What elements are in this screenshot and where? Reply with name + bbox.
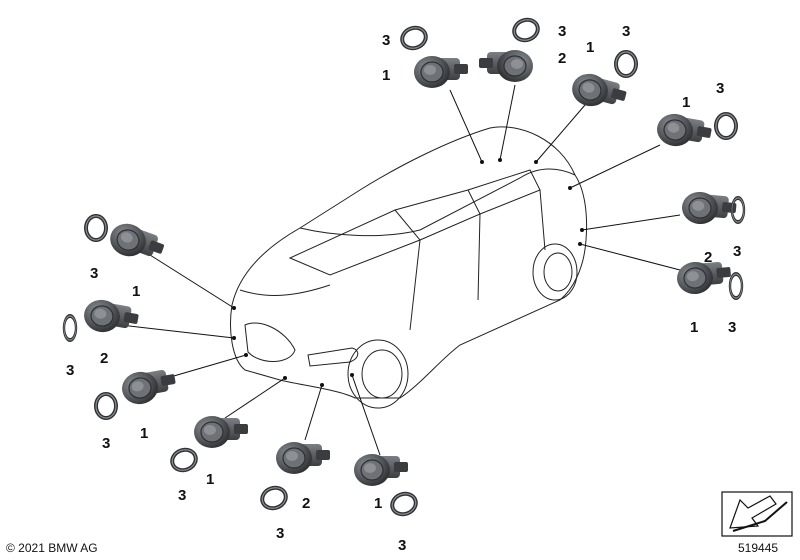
- callout-3: 3: [178, 487, 186, 504]
- decoupling-ring-part: [62, 14, 746, 520]
- callout-2: 2: [302, 495, 310, 512]
- callout-1: 1: [140, 425, 148, 442]
- callout-labels: 3 1 3 2 1 3 1 3 2 3 1 3 3 1 3 2 3 1 3 1 …: [66, 23, 741, 554]
- callout-3: 3: [558, 23, 566, 40]
- callout-3: 3: [733, 243, 741, 260]
- callout-1: 1: [132, 283, 140, 300]
- vehicle-outline: [230, 126, 588, 409]
- callout-3: 3: [716, 80, 724, 97]
- callout-2: 2: [100, 350, 108, 367]
- orientation-arrow-icon: [721, 491, 793, 537]
- sensor-part: [80, 49, 738, 487]
- callout-1: 1: [206, 471, 214, 488]
- callout-3: 3: [102, 435, 110, 452]
- callout-1: 1: [690, 319, 698, 336]
- callout-2: 2: [704, 249, 712, 266]
- callout-3: 3: [276, 525, 284, 542]
- callout-3: 3: [398, 537, 406, 554]
- callout-1: 1: [374, 495, 382, 512]
- callout-1: 1: [382, 67, 390, 84]
- leader-dots: [232, 158, 584, 387]
- callout-1: 1: [586, 39, 594, 56]
- callout-2: 2: [558, 50, 566, 67]
- callout-3: 3: [66, 362, 74, 379]
- leader-lines: [119, 84, 681, 456]
- callout-3: 3: [728, 319, 736, 336]
- callout-1: 1: [682, 94, 690, 111]
- diagram-number: 519445: [738, 541, 779, 555]
- copyright-text: © 2021 BMW AG: [6, 541, 98, 555]
- callout-3: 3: [382, 32, 390, 49]
- callout-3: 3: [622, 23, 630, 40]
- callout-3: 3: [90, 265, 98, 282]
